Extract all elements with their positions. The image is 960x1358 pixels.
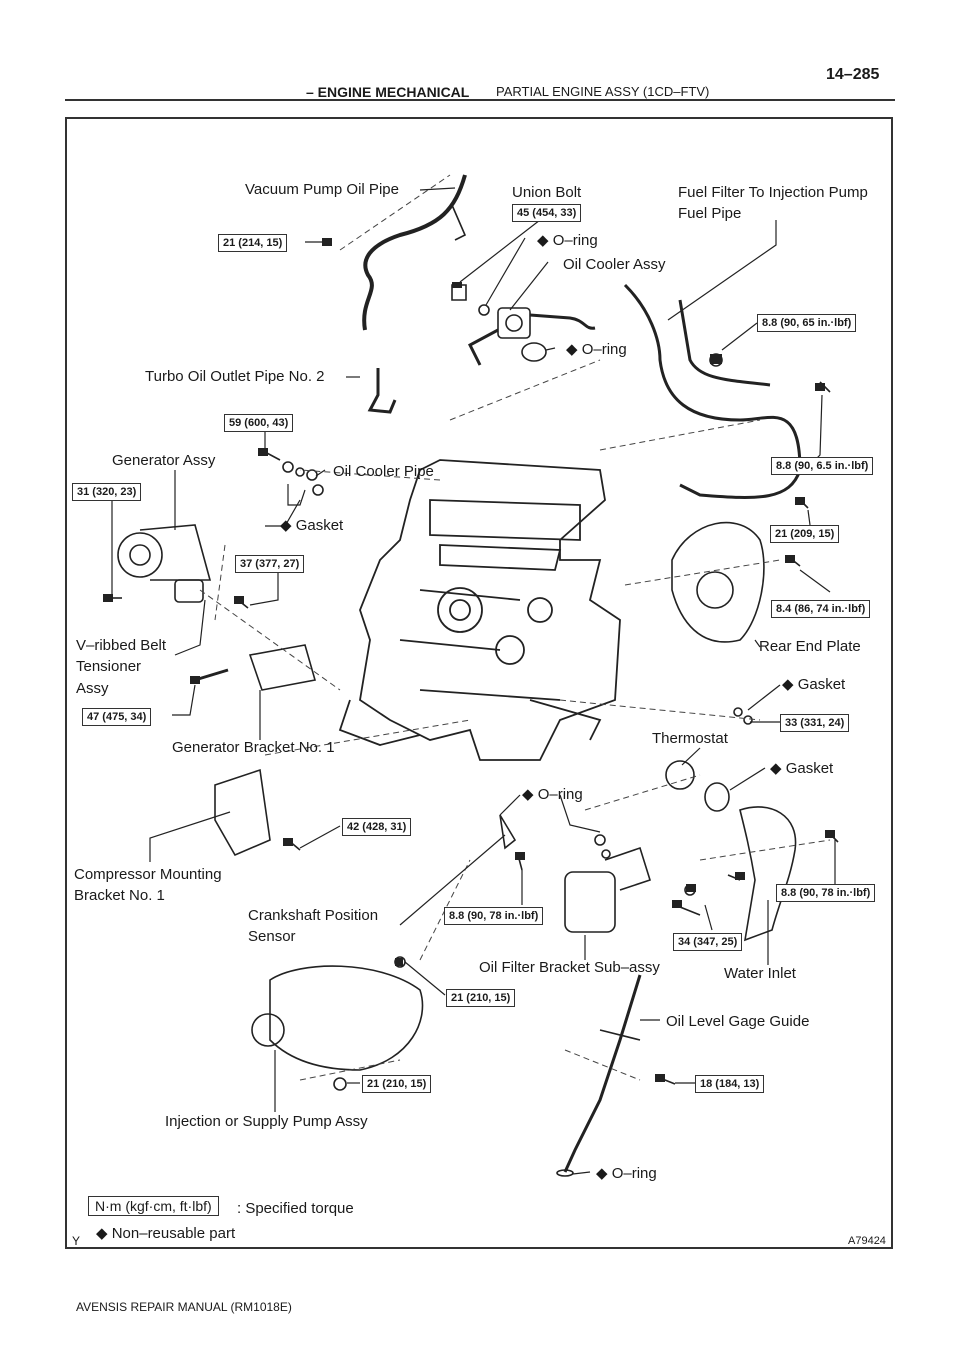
label-oil-filter-bracket: Oil Filter Bracket Sub–assy (479, 959, 660, 976)
label-rear-end-plate: Rear End Plate (759, 638, 861, 655)
torque-31: 31 (320, 23) (72, 483, 142, 501)
torque-45: 45 (454, 33) (512, 204, 582, 222)
label-oil-cooler-assy: Oil Cooler Assy (563, 256, 666, 273)
label-oring-1: ◆ O–ring (537, 232, 598, 249)
torque-59: 59 (600, 43) (224, 414, 294, 432)
torque-88d: 8.8 (90, 78 in.·lbf) (444, 907, 544, 925)
footer-manual: AVENSIS REPAIR MANUAL (RM1018E) (76, 1300, 292, 1314)
torque-42: 42 (428, 31) (342, 818, 412, 836)
subsection-title: PARTIAL ENGINE ASSY (1CD–FTV) (496, 84, 710, 99)
legend-nonreusable: ◆ Non–reusable part (96, 1225, 236, 1242)
torque-37: 37 (377, 27) (235, 555, 305, 573)
torque-84: 8.4 (86, 74 in.·lbf) (771, 600, 871, 618)
torque-21b: 21 (209, 15) (770, 525, 840, 543)
label-compressor-line1: Compressor Mounting (74, 866, 222, 883)
section-title: – ENGINE MECHANICAL (306, 84, 470, 100)
torque-18: 18 (184, 13) (695, 1075, 765, 1093)
label-gasket-2: ◆ Gasket (782, 676, 846, 693)
label-oil-level-gage-guide: Oil Level Gage Guide (666, 1013, 810, 1030)
label-oil-cooler-pipe: Oil Cooler Pipe (333, 463, 434, 480)
label-thermostat: Thermostat (652, 730, 728, 747)
header-rule (65, 99, 895, 101)
label-generator-assy: Generator Assy (112, 452, 216, 469)
label-vribbed-line2: Tensioner (76, 658, 142, 675)
page-number: 14–285 (826, 66, 880, 83)
label-fuel-filter-pipe-line1: Fuel Filter To Injection Pump (678, 184, 868, 201)
torque-33: 33 (331, 24) (780, 714, 850, 732)
legend-unit-box: N·m (kgf·cm, ft·lbf) (88, 1196, 219, 1216)
label-union-bolt: Union Bolt (512, 184, 582, 201)
label-injection-pump: Injection or Supply Pump Assy (165, 1113, 368, 1130)
label-fuel-filter-pipe-line2: Fuel Pipe (678, 205, 742, 222)
torque-47: 47 (475, 34) (82, 708, 152, 726)
torque-88a: 8.8 (90, 65 in.·lbf) (757, 314, 857, 332)
label-gasket-3: ◆ Gasket (770, 760, 834, 777)
torque-34: 34 (347, 25) (673, 933, 743, 951)
label-compressor-line2: Bracket No. 1 (74, 887, 165, 904)
label-turbo-oil-outlet-pipe: Turbo Oil Outlet Pipe No. 2 (145, 368, 325, 385)
label-vribbed-line3: Assy (76, 680, 109, 697)
label-water-inlet: Water Inlet (724, 965, 796, 982)
label-vribbed-line1: V–ribbed Belt (76, 637, 167, 654)
torque-21c: 21 (210, 15) (446, 989, 516, 1007)
label-gasket-1: ◆ Gasket (280, 517, 344, 534)
engine-block-drawing (338, 459, 621, 761)
label-oring-3: ◆ O–ring (522, 786, 583, 803)
torque-88b: 8.8 (90, 6.5 in.·lbf) (771, 457, 874, 475)
torque-21d: 21 (210, 15) (362, 1075, 432, 1093)
figure-id: A79424 (848, 1235, 886, 1247)
label-crank-line1: Crankshaft Position (248, 907, 379, 924)
label-vacuum-pump-oil-pipe: Vacuum Pump Oil Pipe (245, 181, 399, 198)
legend-unit-desc: : Specified torque (237, 1200, 354, 1217)
label-oring-4: ◆ O–ring (596, 1165, 657, 1182)
label-crank-line2: Sensor (248, 928, 296, 945)
diagram-frame (65, 117, 893, 1249)
label-generator-bracket: Generator Bracket No. 1 (172, 739, 335, 756)
corner-mark: Y (72, 1234, 81, 1248)
torque-21a: 21 (214, 15) (218, 234, 288, 252)
label-oring-2: ◆ O–ring (566, 341, 627, 358)
torque-88c: 8.8 (90, 78 in.·lbf) (776, 884, 876, 902)
